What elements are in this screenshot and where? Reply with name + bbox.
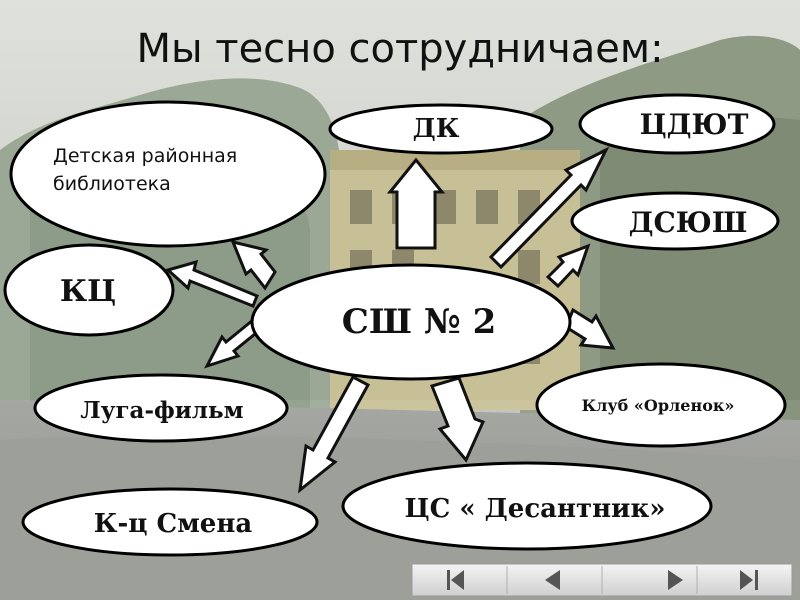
label-dk: ДК bbox=[413, 114, 460, 144]
label-kc: КЦ bbox=[60, 274, 116, 309]
ellipse-desantnik bbox=[341, 461, 713, 551]
next-slide-icon bbox=[668, 570, 683, 590]
label-dsyush: ДСЮШ bbox=[629, 206, 748, 239]
first-slide-icon bbox=[447, 570, 464, 590]
label-library-line2: библиотека bbox=[53, 173, 171, 195]
previous-slide-button[interactable] bbox=[508, 565, 602, 595]
last-slide-icon bbox=[740, 570, 758, 590]
arrow-to-cdyut bbox=[488, 146, 610, 270]
arrow-to-library bbox=[230, 239, 277, 291]
label-orlenok: Клуб «Орленок» bbox=[582, 396, 735, 415]
arrow-to-smena bbox=[298, 374, 371, 494]
label-luga-film: Луга-фильм bbox=[80, 397, 243, 424]
ellipse-kc bbox=[3, 243, 175, 337]
slide-nav-bar bbox=[411, 563, 793, 597]
arrow-to-desantnik bbox=[429, 376, 486, 463]
arrow-to-dsyush bbox=[545, 243, 591, 289]
ellipse-orlenok bbox=[535, 362, 787, 448]
ellipse-center bbox=[250, 263, 572, 381]
arrow-to-kc bbox=[164, 259, 259, 308]
arrows bbox=[164, 146, 616, 494]
label-smena: К-ц Смена bbox=[94, 509, 253, 539]
label-center: СШ № 2 bbox=[342, 302, 496, 342]
next-slide-button[interactable] bbox=[603, 565, 697, 595]
last-slide-button[interactable] bbox=[698, 565, 791, 595]
first-slide-button[interactable] bbox=[413, 565, 507, 595]
label-desantnik: ЦС « Десантник» bbox=[405, 494, 666, 524]
ellipse-cdyut bbox=[578, 93, 776, 155]
ellipse-dk bbox=[328, 103, 554, 155]
ellipse-smena bbox=[21, 487, 319, 557]
slide-title: Мы тесно сотрудничаем: bbox=[136, 26, 663, 72]
ellipse-dsyush bbox=[570, 191, 780, 251]
arrow-to-dk bbox=[386, 157, 446, 250]
previous-slide-icon bbox=[545, 570, 560, 590]
ellipse-luga-film bbox=[33, 373, 289, 443]
ellipse-library bbox=[9, 100, 327, 248]
label-cdyut: ЦДЮТ bbox=[640, 108, 749, 141]
label-library-line1: Детская районная bbox=[53, 145, 237, 167]
